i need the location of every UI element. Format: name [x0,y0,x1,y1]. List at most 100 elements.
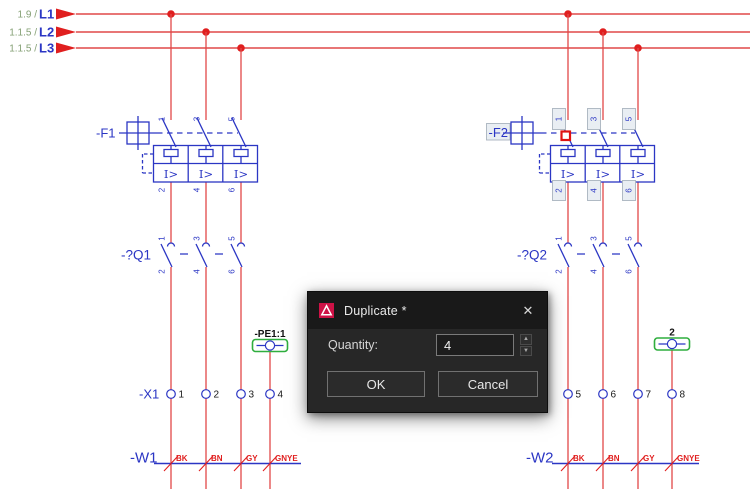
overcurrent-trip-label: I> [561,167,575,181]
spinner-down-button[interactable]: ▼ [520,345,532,356]
junction-dots [167,10,642,52]
contactor-pin: 4 [193,269,202,274]
dialog-title: Duplicate * [344,303,407,318]
thermal-release-icon [630,145,646,164]
rail-label: L1 [39,7,54,22]
pe-terminal-label[interactable]: -PE1:1 [254,329,286,340]
terminal-strip-x1[interactable]: -X1 1 2 3 4 [139,387,284,402]
pe-terminal-outline-icon [251,338,289,353]
contactor-pin: 3 [193,236,202,241]
cable-w2[interactable]: -W2 BK BN GY GNYE [526,450,700,472]
breaker-label[interactable]: -F1 [96,126,116,141]
terminal-number: 8 [680,390,686,401]
conductor-slashes [560,455,680,472]
rail-arrow-icon [56,26,76,38]
wire-segment[interactable] [170,182,242,243]
contactor-q1[interactable]: -?Q1 1 3 5 2 4 6 [121,236,246,274]
terminal-number: 4 [278,390,284,401]
breaker-pin: 2 [158,187,167,192]
contactor-label[interactable]: -?Q2 [517,248,547,263]
contact-arc-icon [633,242,643,247]
terminal-circle[interactable] [236,389,246,399]
breaker-pin: 4 [193,187,202,192]
wire-segment[interactable] [170,14,242,120]
pe-terminal-outline-icon [653,337,691,351]
rail-label: L3 [39,41,54,56]
breaker-pin: 5 [625,116,634,121]
breaker-pin: 5 [228,116,237,121]
breaker-f2[interactable]: -F2 I> I> I> 1 3 5 2 4 6 [486,108,656,201]
cable-w1[interactable]: -W1 BK BN GY GNYE [130,450,301,472]
breaker-f1[interactable]: -F1 I> I> I> 1 3 5 2 4 6 [96,116,259,192]
breaker-blades [161,117,247,148]
terminal-circle[interactable] [563,389,573,399]
power-rail-l2[interactable]: 1.1.5 / L2 [9,25,750,40]
pe-terminal-2[interactable]: 2 [653,328,691,351]
pe-terminal-label[interactable]: 2 [669,328,675,339]
terminal-strip-label[interactable]: -X1 [139,387,159,402]
selection-highlight [622,180,636,201]
pe-terminal-pe1[interactable]: -PE1:1 [251,329,289,353]
breaker-label[interactable]: -F2 [489,125,509,140]
contact-arc-icon [236,242,246,247]
terminal-circle[interactable] [201,389,211,399]
trip-linkage-dashed [141,153,154,174]
contactor-label[interactable]: -?Q1 [121,248,151,263]
duplicate-dialog: Duplicate * ✕ Quantity: ▲ ▼ OK Cancel [307,291,548,413]
cancel-button[interactable]: Cancel [438,371,538,397]
cable-label[interactable]: -W2 [526,450,554,467]
breaker-pin: 6 [625,188,634,193]
spinner-up-icon: ▲ [523,336,529,343]
conductor-label: GY [643,454,655,463]
dialog-titlebar[interactable]: Duplicate * ✕ [308,292,547,329]
conductor-slashes [163,455,278,472]
breaker-pin: 3 [590,116,599,121]
selection-highlight [552,108,566,130]
quantity-input[interactable] [436,334,514,356]
terminal-number: 7 [646,390,652,401]
contactor-pin: 1 [555,236,564,241]
terminal-strip-right[interactable]: 5 6 7 8 [563,389,686,401]
ok-button[interactable]: OK [327,371,425,397]
conductor-label: GNYE [677,454,700,463]
close-button[interactable]: ✕ [515,298,541,324]
right-circuit-wires[interactable] [567,14,673,489]
selection-highlight [587,108,601,130]
breaker-pin: 6 [228,187,237,192]
thermal-release-icon [198,145,214,164]
terminal-circle[interactable] [633,389,643,399]
wire-segment[interactable] [170,267,242,390]
contactor-pin: 3 [590,236,599,241]
terminal-number: 6 [611,390,617,401]
breaker-pin: 3 [193,116,202,121]
wire-segment[interactable] [567,398,639,489]
breaker-pin: 4 [590,188,599,193]
wire-segment[interactable] [567,14,639,120]
cable-label[interactable]: -W1 [130,450,158,467]
wire-segment[interactable] [170,398,242,489]
terminal-circle[interactable] [265,389,275,399]
selection-handle[interactable] [560,130,572,142]
terminal-circle[interactable] [166,389,176,399]
rail-label: L2 [39,25,54,40]
contact-arc-icon [598,242,608,247]
selection-highlight [552,180,566,201]
rail-crossref: 1.1.5 / [9,28,37,39]
spinner-up-button[interactable]: ▲ [520,334,532,345]
terminal-circle[interactable] [667,389,677,399]
ok-button-label: OK [366,376,386,392]
terminal-number: 5 [576,390,582,401]
wire-segment[interactable] [567,267,639,390]
contactor-blades [160,243,243,268]
selection-highlight [622,108,636,130]
quantity-spinner: ▲ ▼ [520,334,532,356]
left-circuit-wires[interactable] [170,14,271,489]
pe-terminal-circle [264,340,276,351]
wire-segment[interactable] [567,182,639,243]
contactor-pin: 6 [228,269,237,274]
terminal-circle[interactable] [598,389,608,399]
terminal-number: 2 [214,390,220,401]
power-rail-l1[interactable]: 1.9 / L1 [18,7,750,22]
contactor-q2[interactable]: -?Q2 1 3 5 2 4 6 [517,236,643,274]
